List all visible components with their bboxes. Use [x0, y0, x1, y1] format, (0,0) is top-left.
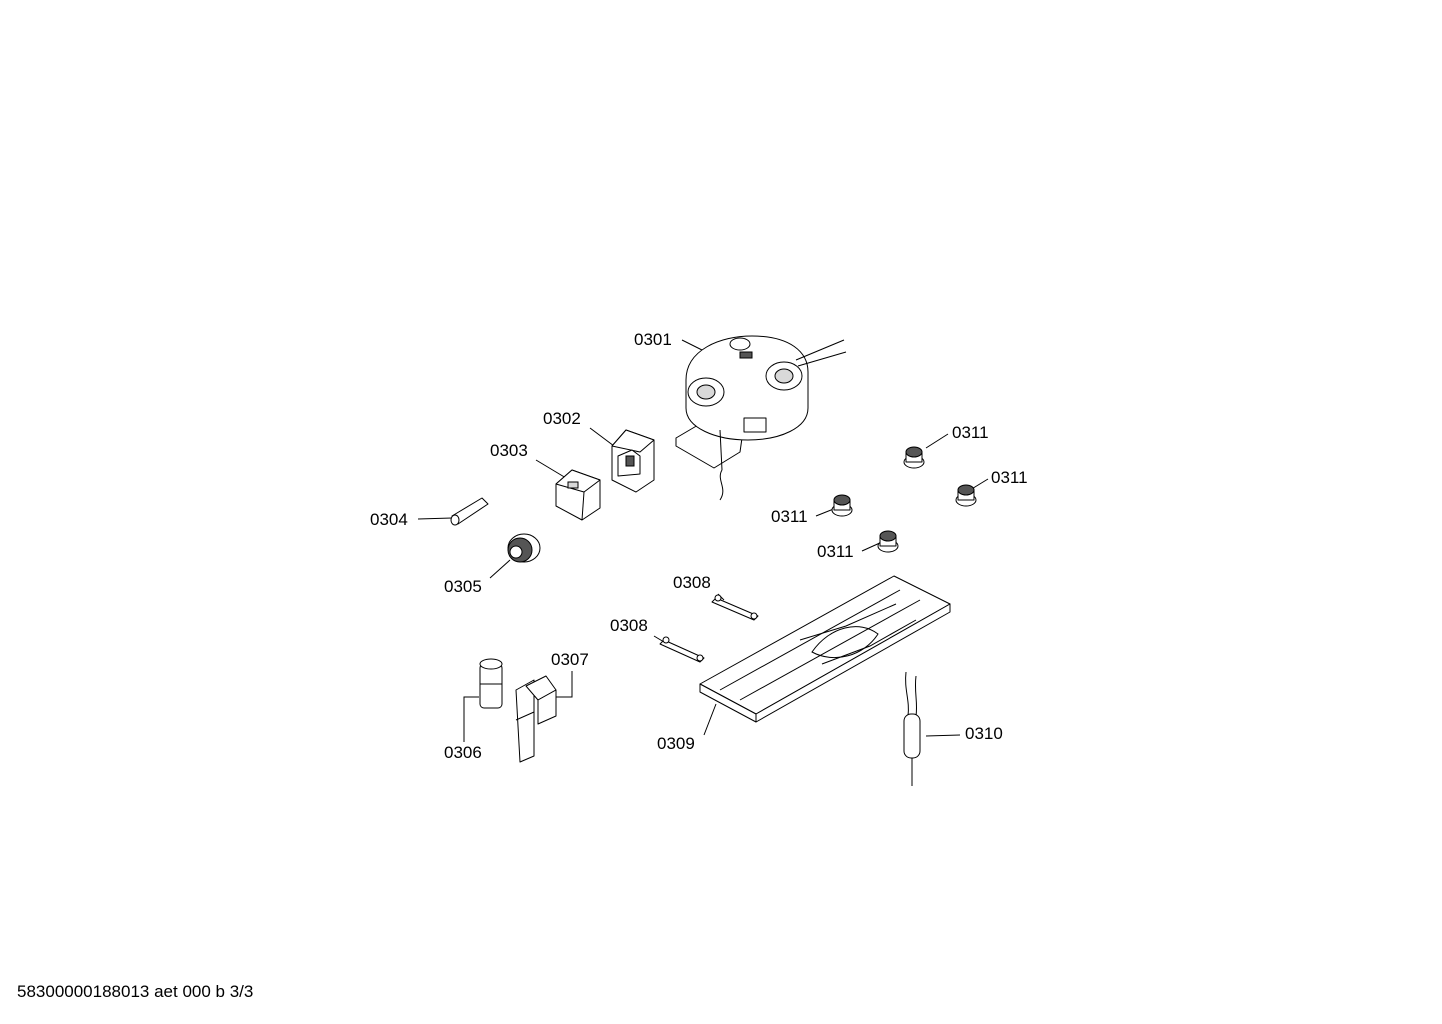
rubber-foot-part[interactable] — [877, 530, 899, 553]
part-label-0309: 0309 — [657, 734, 695, 753]
clip-part[interactable] — [659, 636, 705, 663]
bracket-part[interactable] — [515, 675, 557, 763]
starter-part[interactable] — [555, 469, 601, 521]
part-label-0310: 0310 — [965, 724, 1003, 743]
relay-part[interactable] — [611, 429, 655, 493]
part-label-0311-a: 0311 — [952, 423, 989, 442]
compressor-part[interactable] — [675, 335, 847, 501]
pin-part[interactable] — [450, 497, 489, 526]
rubber-foot-part[interactable] — [955, 484, 977, 507]
part-label-0302: 0302 — [543, 409, 581, 428]
part-label-0308-upper: 0308 — [673, 573, 711, 592]
clip-part[interactable] — [711, 594, 759, 621]
part-label-0311-d: 0311 — [817, 542, 854, 561]
capacitor-part[interactable] — [479, 658, 503, 709]
part-label-0306: 0306 — [444, 743, 482, 762]
part-label-0311-c: 0311 — [771, 507, 808, 526]
part-label-0308-lower: 0308 — [610, 616, 648, 635]
part-label-0303: 0303 — [490, 441, 528, 460]
sensor-part[interactable] — [903, 671, 921, 786]
rubber-foot-part[interactable] — [903, 446, 925, 469]
part-label-0304: 0304 — [370, 510, 408, 529]
part-label-0307: 0307 — [551, 650, 589, 669]
document-id: 58300000188013 aet 000 b 3/3 — [17, 982, 254, 1001]
part-label-0305: 0305 — [444, 577, 482, 596]
leader-lines — [417, 339, 989, 742]
rubber-foot-part[interactable] — [831, 494, 853, 517]
part-label-0301: 0301 — [634, 330, 672, 349]
grommet-ring-part[interactable] — [507, 533, 541, 563]
base-plate-part[interactable] — [699, 575, 951, 723]
part-label-0311-b: 0311 — [991, 468, 1028, 487]
